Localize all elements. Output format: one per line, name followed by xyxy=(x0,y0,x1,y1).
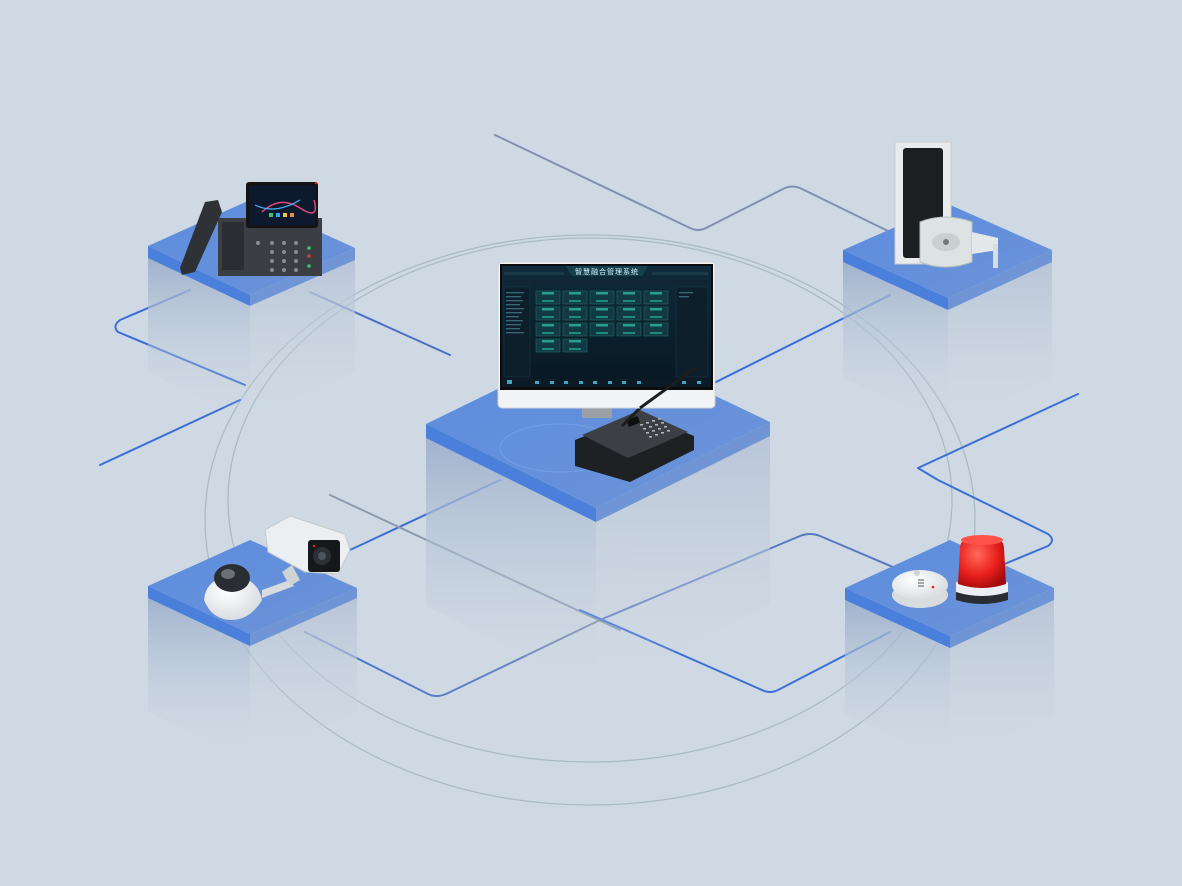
monitor-device: 智慧融合管理系统 xyxy=(497,261,716,418)
link-right-zigzag xyxy=(917,393,1079,571)
dashboard-title: 智慧融合管理系统 xyxy=(575,267,639,276)
link-top-to-speakers xyxy=(494,134,891,233)
cube-alarm xyxy=(845,540,1054,762)
dashboard-toolbar xyxy=(502,378,711,387)
alarm-devices xyxy=(892,535,1008,608)
link-cameras-bottom xyxy=(304,619,601,697)
inner-ring xyxy=(227,237,953,763)
orbit-rings xyxy=(204,234,976,806)
outer-ring xyxy=(204,234,976,806)
link-center-alarm xyxy=(579,609,891,693)
link-phone-loop xyxy=(114,289,246,386)
link-center-alarm-top xyxy=(599,533,901,621)
speaker-devices xyxy=(894,141,998,268)
device-tiles xyxy=(535,290,669,353)
connection-lines xyxy=(99,134,1079,697)
link-left-edge xyxy=(99,399,241,466)
camera-devices xyxy=(204,515,351,620)
ip-phone-device xyxy=(180,181,322,276)
